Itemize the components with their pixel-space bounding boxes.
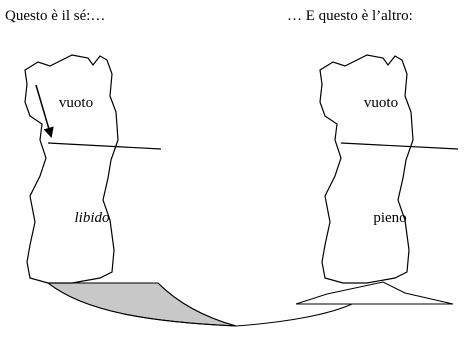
transfer-curve-outer: [47, 282, 353, 327]
self-top-label: vuoto: [59, 95, 93, 111]
other-outline: [319, 54, 414, 284]
other-figure: vuoto pieno: [319, 54, 459, 284]
self-figure: vuoto libido: [24, 54, 162, 284]
transfer-curve: [46, 281, 454, 327]
other-bottom-label: pieno: [373, 210, 406, 226]
caption-other: … E questo è l’altro:: [287, 8, 413, 24]
other-top-label: vuoto: [364, 95, 398, 111]
transfer-curve-shaded-end: [46, 282, 237, 327]
self-divider: [47, 142, 162, 150]
caption-self: Questo è il sé:…: [5, 8, 106, 24]
transfer-arrowhead: [295, 281, 454, 305]
transfer-curve-inner: [157, 282, 237, 327]
self-bottom-label: libido: [74, 210, 110, 226]
other-divider: [340, 142, 459, 150]
self-arrow: [35, 84, 54, 139]
self-outline: [24, 54, 119, 284]
